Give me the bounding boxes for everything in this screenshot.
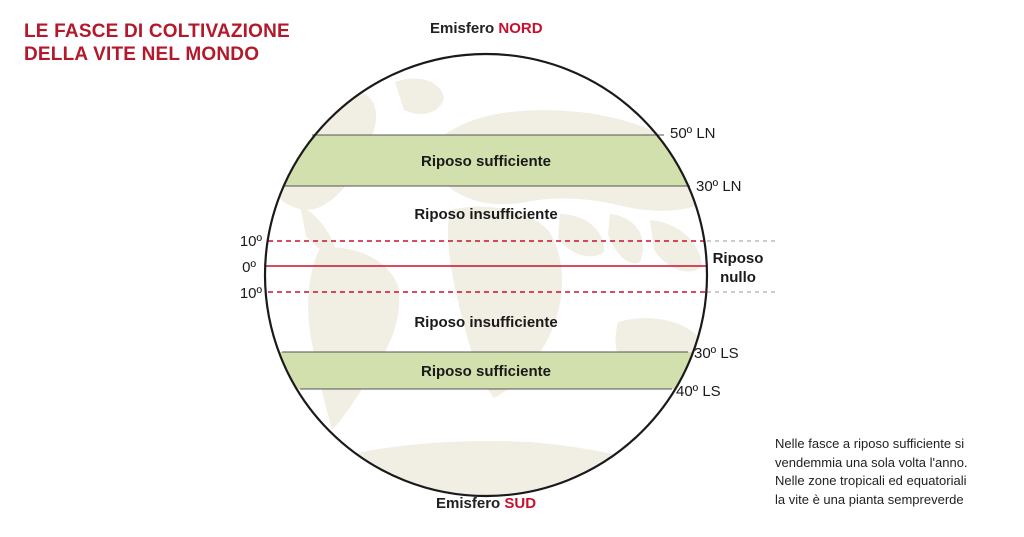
- band-south-sufficient: [265, 352, 707, 389]
- title-line-2: DELLA VITE NEL MONDO: [24, 44, 260, 65]
- diagram-title: LE FASCE DI COLTIVAZIONE DELLA VITE NEL …: [24, 20, 290, 66]
- note-line-4: la vite è una pianta sempreverde: [775, 491, 964, 507]
- band-labels: Riposo sufficiente Riposo insufficiente …: [414, 153, 557, 380]
- band-label-south-sufficient: Riposo sufficiente: [421, 363, 551, 380]
- lat-label-10n: 10º: [240, 233, 263, 250]
- south-america-shape: [308, 247, 400, 430]
- null-rest-label: Riposo nullo: [713, 250, 764, 286]
- lat-label-30n: 30º LN: [696, 178, 742, 195]
- note-line-2: vendemmia una sola volta l'anno.: [775, 454, 968, 470]
- lat-label-50n: 50º LN: [670, 125, 716, 142]
- arabia-shape: [558, 214, 605, 257]
- band-label-south-insufficient: Riposo insufficiente: [414, 314, 557, 331]
- india-shape: [608, 214, 644, 264]
- note-line-3: Nelle zone tropicali ed equatoriali: [775, 473, 967, 488]
- antarctica-shape: [280, 440, 700, 496]
- explanatory-note: Nelle fasce a riposo sufficiente si vend…: [775, 435, 968, 509]
- north-label: Emisfero: [430, 20, 495, 37]
- greenland-shape: [395, 78, 444, 114]
- africa-shape: [447, 206, 563, 398]
- null-rest-line-1: Riposo: [713, 250, 764, 267]
- south-hemisphere-label: Emisfero SUD: [436, 495, 536, 512]
- band-label-north-sufficient: Riposo sufficiente: [421, 153, 551, 170]
- central-america-shape: [300, 205, 336, 253]
- note-line-1: Nelle fasce a riposo sufficiente si: [775, 436, 965, 451]
- latitude-labels: 50º LN 30º LN 30º LS 40º LS 10º 0º 10º: [240, 125, 742, 400]
- south-label: Emisfero: [436, 495, 501, 512]
- title-line-1: LE FASCE DI COLTIVAZIONE: [24, 21, 290, 42]
- null-rest-line-2: nullo: [720, 269, 756, 286]
- lat-label-30s: 30º LS: [694, 345, 739, 362]
- globe-outline: [263, 52, 709, 498]
- lat-label-40s: 40º LS: [676, 383, 721, 400]
- band-label-north-insufficient: Riposo insufficiente: [414, 206, 557, 223]
- southeast-asia-shape: [650, 220, 702, 272]
- south-accent: SUD: [504, 495, 537, 512]
- lat-label-equator: 0º: [242, 259, 256, 276]
- globe-interior: [265, 78, 707, 496]
- tropics-lines: [265, 240, 778, 293]
- north-accent: NORD: [498, 20, 543, 37]
- lat-label-10s: 10º: [240, 285, 263, 302]
- band-north-sufficient: [265, 135, 707, 186]
- north-hemisphere-label: Emisfero NORD: [430, 20, 543, 37]
- latitude-lines: [282, 134, 690, 390]
